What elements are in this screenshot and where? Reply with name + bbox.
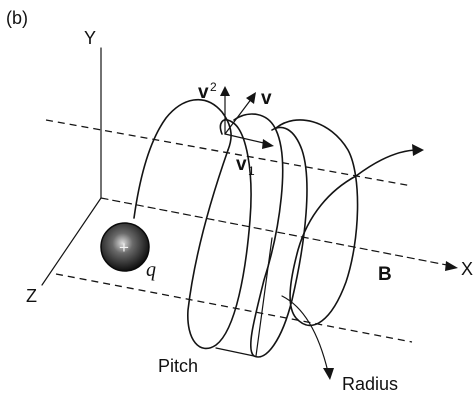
helix-lead-in xyxy=(133,98,232,219)
radius-line xyxy=(255,237,273,357)
v2-label: v xyxy=(198,82,209,103)
radius-pointer xyxy=(281,295,329,373)
y-axis-label: Y xyxy=(84,28,96,48)
v1-subscript: 1 xyxy=(248,164,255,178)
pitch-line xyxy=(215,347,255,357)
x-axis-label: X xyxy=(461,259,473,279)
v1-vector xyxy=(224,133,269,145)
particle-sphere xyxy=(100,222,150,272)
v-vector xyxy=(224,97,253,135)
field-lines xyxy=(45,119,413,343)
velocity-vectors: v 2 v v 1 xyxy=(198,80,274,178)
panel-label: (b) xyxy=(6,8,28,28)
magnetic-field-label: B xyxy=(378,264,392,285)
v-label: v xyxy=(261,88,272,109)
pitch-radius-markers: Pitch Radius xyxy=(158,237,398,394)
x-axis xyxy=(100,197,453,267)
z-axis-label: Z xyxy=(26,286,37,306)
pitch-label: Pitch xyxy=(158,356,198,376)
coordinate-axes: Y X Z xyxy=(26,28,473,306)
radius-pointer-arrowhead xyxy=(323,368,334,380)
helix-loop-3 xyxy=(275,119,359,327)
helix-exit xyxy=(355,149,419,177)
v2-arrowhead xyxy=(220,86,230,96)
v-arrowhead xyxy=(246,92,256,104)
radius-label: Radius xyxy=(342,374,398,394)
v1-arrowhead xyxy=(262,139,274,149)
charge-label: q xyxy=(146,259,156,281)
z-axis xyxy=(41,197,102,286)
helix-loop-1 xyxy=(187,119,252,350)
v1-label: v xyxy=(236,154,247,175)
v2-subscript: 2 xyxy=(210,80,217,94)
helix-path xyxy=(133,98,424,358)
field-line-bottom xyxy=(55,273,413,343)
x-axis-arrowhead xyxy=(445,261,458,271)
field-line-top xyxy=(45,119,413,187)
helix-exit-arrowhead xyxy=(412,144,424,156)
particle-sign: + xyxy=(119,238,129,257)
charged-particle: + q xyxy=(100,222,156,281)
